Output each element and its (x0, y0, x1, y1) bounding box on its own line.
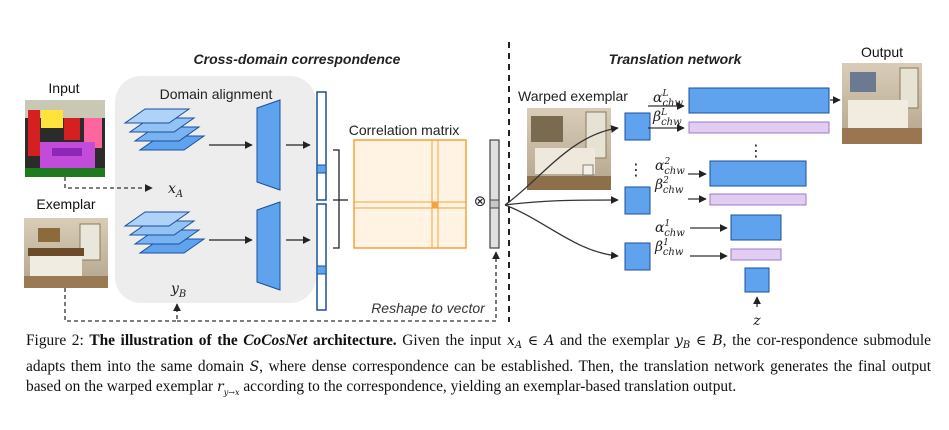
caption-r-symbol: ry→x (217, 379, 240, 397)
caption-x-symbol: xA (507, 333, 523, 351)
yb-symbol: yB (170, 281, 186, 300)
modulation-block-L (624, 112, 651, 141)
vertical-ellipsis-left: ⋮ (628, 160, 644, 179)
caption-title: The illustration of the CoCosNet archite… (89, 332, 397, 349)
warp-to-level-1-curve (504, 204, 619, 260)
warp-to-level-2-curve (504, 196, 619, 206)
section-title-translation: Translation network (609, 51, 743, 67)
bracket-connector (333, 149, 348, 249)
generator-layer-L (688, 87, 830, 114)
domain-alignment-label: Domain alignment (160, 86, 273, 102)
feature-vector-top (316, 91, 327, 201)
input-label: Input (48, 80, 79, 96)
encoder-bottom (256, 201, 281, 291)
warped-exemplar-image (527, 108, 611, 190)
figure-caption: Figure 2: The illustration of the CoCosN… (26, 332, 931, 397)
section-title-correspondence: Cross-domain correspondence (194, 51, 401, 67)
output-label: Output (861, 44, 903, 60)
noise-input-block (744, 267, 770, 293)
warped-exemplar-label: Warped exemplar (518, 88, 628, 104)
generator-norm-2 (709, 193, 807, 206)
warp-to-level-L-curve (504, 125, 619, 206)
feature-vector-bottom (316, 203, 327, 311)
reshape-connector (177, 251, 500, 322)
caption-y-symbol: yB (674, 333, 691, 351)
exemplar-label: Exemplar (36, 196, 95, 212)
output-image (842, 63, 922, 144)
generator-norm-L (688, 121, 830, 134)
caption-figure-number: Figure 2: (26, 332, 84, 349)
exemplar-to-yb-connector (64, 288, 181, 322)
modulation-block-2 (624, 186, 651, 215)
modulation-block-1 (624, 242, 651, 271)
generator-layer-2 (709, 160, 807, 187)
feature-stack-bottom (123, 211, 206, 254)
input-segmentation-map (25, 100, 105, 177)
generator-norm-1 (730, 248, 782, 261)
reshape-label: Reshape to vector (371, 300, 486, 316)
matrix-multiply-symbol: ⊗ (474, 192, 487, 210)
warped-feature-vector (489, 139, 500, 249)
exemplar-image (24, 218, 108, 288)
xa-symbol: xA (168, 181, 183, 200)
generator-layer-1 (730, 214, 782, 241)
encoder-top (256, 99, 281, 191)
architecture-diagram: Cross-domain correspondence Translation … (24, 42, 922, 329)
feature-stack-top (123, 108, 206, 151)
vertical-ellipsis-right: ⋮ (748, 141, 764, 160)
correlation-matrix (353, 139, 467, 249)
correlation-matrix-label: Correlation matrix (349, 122, 459, 138)
input-to-xa-connector (64, 177, 153, 192)
z-symbol: z (752, 313, 761, 329)
